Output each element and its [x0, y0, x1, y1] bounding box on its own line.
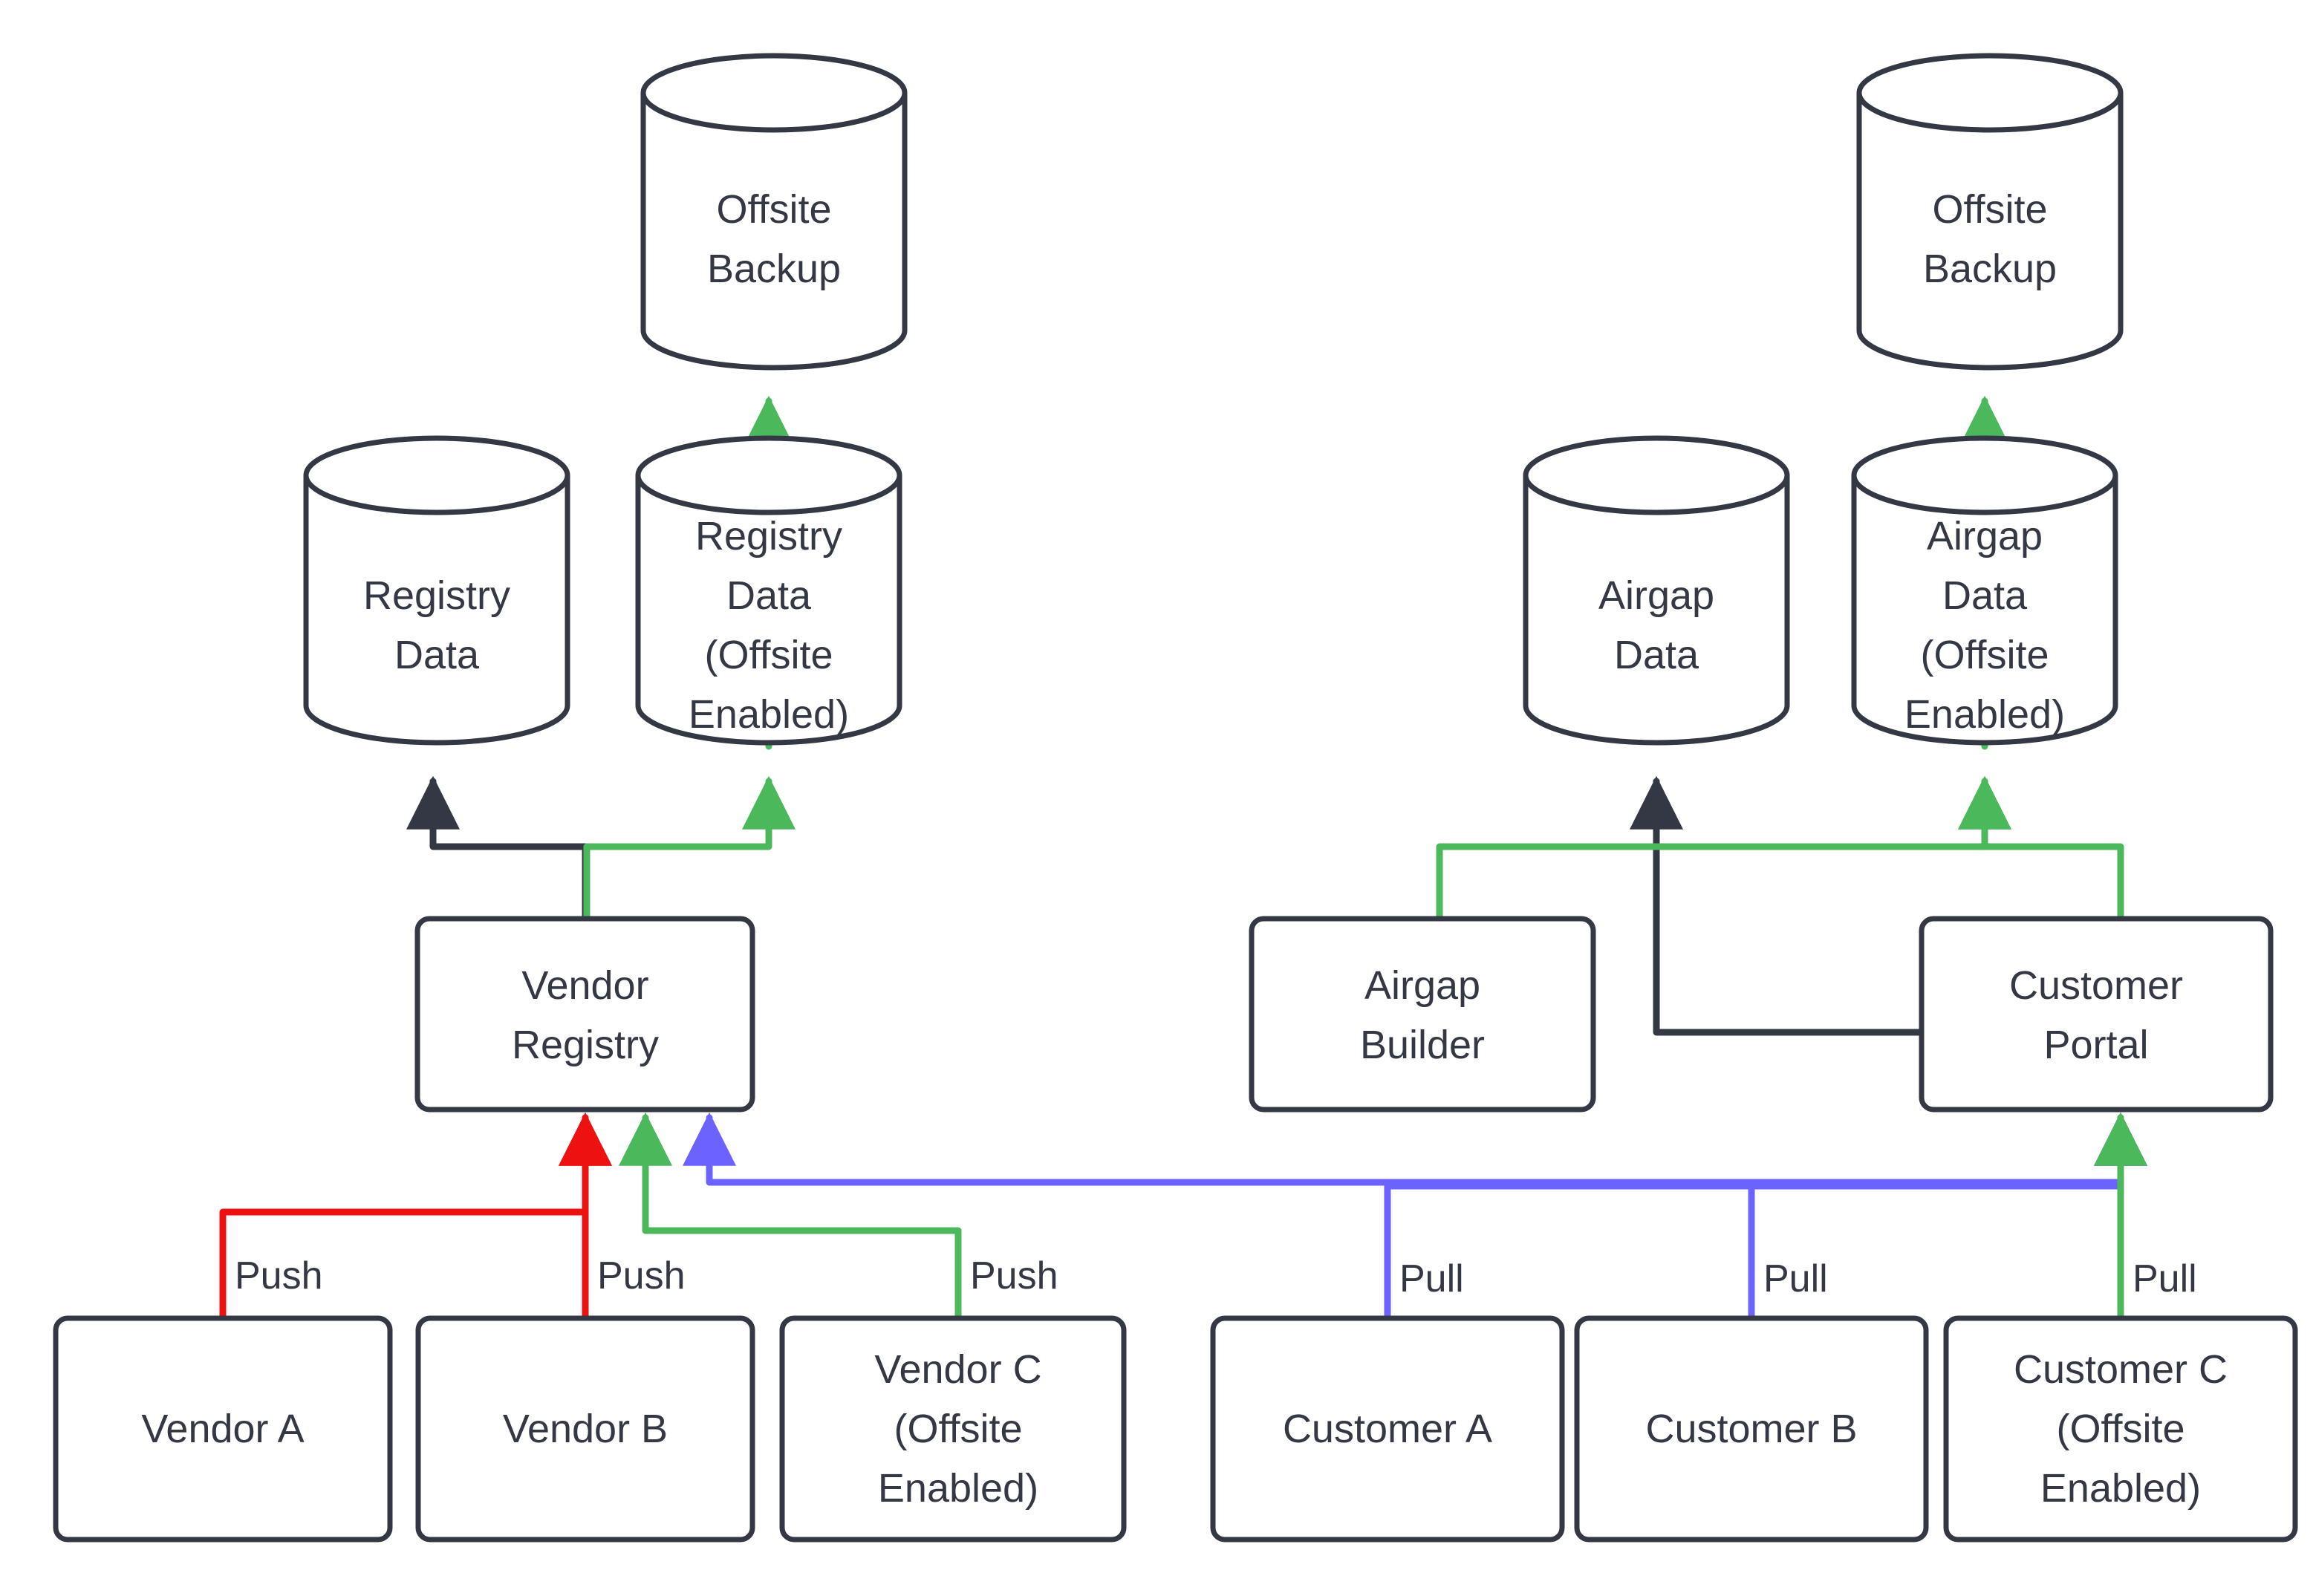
node-label: Customer C	[2014, 1347, 2228, 1392]
node-label: Vendor	[521, 963, 648, 1008]
node-label: Vendor C	[874, 1347, 1041, 1392]
edge-label-customer-a-pull: Pull	[1399, 1257, 1464, 1300]
edge-label-customer-c-pull: Pull	[2133, 1257, 2197, 1300]
node-label: Data	[394, 633, 480, 677]
node-offsite-backup-right[interactable]: Offsite Backup	[1856, 53, 2124, 371]
node-label: (Offsite	[704, 633, 833, 677]
node-label: Offsite	[1932, 187, 2047, 232]
edge-label-vendor-a-push: Push	[235, 1254, 323, 1297]
node-label: Vendor B	[503, 1407, 668, 1451]
node-label: Customer	[2009, 963, 2183, 1008]
node-label: Airgap	[1364, 963, 1480, 1008]
node-customer-a[interactable]: Customer A	[1210, 1315, 1565, 1543]
node-label: Enabled)	[878, 1466, 1038, 1511]
node-vendor-registry[interactable]: Vendor Registry	[414, 916, 755, 1113]
node-label: Airgap	[1598, 573, 1714, 618]
node-label: Customer A	[1283, 1407, 1492, 1451]
node-registry-data[interactable]: Registry Data	[303, 435, 570, 746]
edge-labels-layer: Push Push Push Pull Pull Pull	[235, 1254, 2197, 1300]
edge-label-vendor-b-push: Push	[597, 1254, 686, 1297]
node-airgap-data-offsite[interactable]: Airgap Data (Offsite Enabled)	[1851, 435, 2118, 746]
node-label: Customer B	[1645, 1407, 1857, 1451]
node-offsite-backup-left[interactable]: Offsite Backup	[640, 53, 908, 371]
node-vendor-b[interactable]: Vendor B	[415, 1315, 755, 1543]
node-label: Enabled)	[2040, 1466, 2201, 1511]
node-label: (Offsite	[2056, 1407, 2184, 1451]
edge-customerportal-to-airgapdataoffsite	[1958, 775, 2124, 922]
node-label: Backup	[707, 247, 841, 291]
node-customer-c[interactable]: Customer C (Offsite Enabled)	[1943, 1315, 2298, 1543]
node-label: Enabled)	[689, 692, 849, 737]
node-label: Portal	[2043, 1023, 2148, 1067]
node-label: Offsite	[716, 187, 831, 232]
node-customer-b[interactable]: Customer B	[1574, 1315, 1929, 1543]
node-label: (Offsite	[894, 1407, 1022, 1451]
node-label: Data	[1942, 573, 2028, 618]
node-vendor-c[interactable]: Vendor C (Offsite Enabled)	[779, 1315, 1127, 1543]
edge-customerportal-to-airgapdata	[1630, 775, 1925, 1036]
node-vendor-a[interactable]: Vendor A	[53, 1315, 393, 1543]
edge-label-customer-b-pull: Pull	[1763, 1257, 1828, 1300]
node-registry-data-offsite[interactable]: Registry Data (Offsite Enabled)	[635, 435, 902, 746]
node-airgap-builder[interactable]: Airgap Builder	[1249, 916, 1596, 1113]
node-label: Enabled)	[1904, 692, 2065, 737]
node-label: Airgap	[1927, 514, 2043, 558]
node-label: Vendor A	[141, 1407, 304, 1451]
edge-label-vendor-c-push: Push	[970, 1254, 1058, 1297]
edge-vendorc-to-vendorregistry	[619, 1112, 962, 1322]
node-label: Registry	[695, 514, 842, 558]
node-label: Registry	[512, 1023, 659, 1067]
node-label: Data	[1614, 633, 1699, 677]
node-airgap-data[interactable]: Airgap Data	[1523, 435, 1790, 746]
node-label: Builder	[1360, 1023, 1485, 1067]
node-label: Data	[726, 573, 812, 618]
node-label: (Offsite	[1920, 633, 2049, 677]
node-customer-portal[interactable]: Customer Portal	[1919, 916, 2274, 1113]
node-label: Backup	[1923, 247, 2057, 291]
edge-vendorregistry-to-registrydataoffsite	[583, 775, 796, 922]
node-label: Registry	[363, 573, 510, 618]
